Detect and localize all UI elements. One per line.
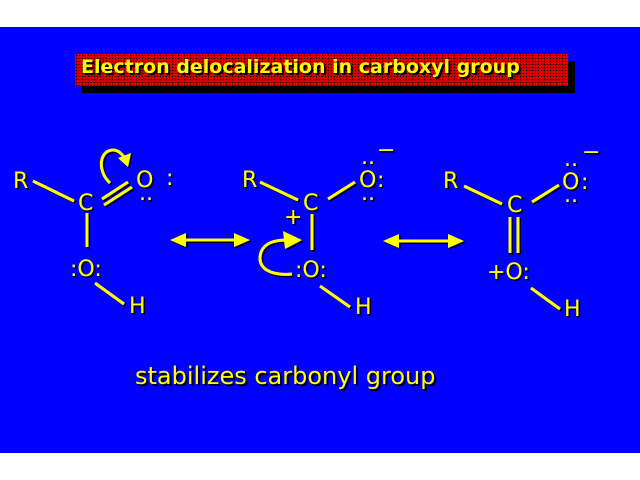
title-banner: Electron delocalization in carboxyl grou…	[75, 54, 568, 86]
oxide-charge: −	[377, 138, 395, 163]
lone-pair-bottom: ..	[564, 183, 578, 208]
resonance-arrow-2	[383, 234, 464, 248]
lone-pair-bottom: ..	[361, 181, 375, 206]
bond-c-o	[531, 183, 560, 204]
atom-c: C	[303, 191, 318, 216]
atom-r: R	[443, 169, 458, 194]
carbocation-charge: +	[284, 205, 302, 230]
atom-h: H	[355, 295, 372, 320]
lone-pair-top: ..	[564, 147, 578, 172]
atom-c: C	[507, 193, 522, 218]
resonance-structure-3	[463, 183, 561, 311]
bond-o-h	[530, 286, 561, 311]
lone-pair-right: :	[166, 166, 173, 191]
bond-r-c	[259, 180, 299, 202]
atom-r: R	[242, 168, 257, 193]
slide-background	[0, 27, 640, 453]
lone-pair-right: :	[377, 168, 384, 193]
lone-pair-bottom: ..	[139, 181, 153, 206]
curved-arrow-icon	[99, 148, 129, 185]
atom-h: H	[564, 297, 581, 322]
atom-hydroxyl-o: :O:	[295, 258, 327, 283]
atom-hydroxyl-o: :O:	[70, 257, 102, 282]
resonance-structure-1	[32, 148, 133, 306]
atom-r: R	[13, 169, 28, 194]
atom-c: C	[78, 191, 93, 216]
atom-oxonium-o: +O:	[487, 260, 530, 285]
curved-arrow-icon	[258, 238, 293, 276]
atom-carbonyl-o: O	[136, 168, 153, 193]
slide-caption: stabilizes carbonyl group	[135, 362, 436, 390]
resonance-structure-2	[258, 180, 356, 309]
lone-pair-top: ..	[361, 145, 375, 170]
atom-oxide-o: O	[562, 170, 579, 195]
atom-h: H	[129, 294, 146, 319]
lone-pair-right: :	[581, 170, 588, 195]
bond-r-c	[32, 179, 75, 203]
bond-o-h	[319, 284, 351, 309]
double-bond-c-o-b	[103, 185, 133, 207]
atom-oxide-o: O	[359, 168, 376, 193]
double-bond-c-o-a	[101, 180, 129, 201]
bond-o-h	[94, 281, 125, 306]
resonance-arrow-1	[170, 233, 250, 247]
slide-title: Electron delocalization in carboxyl grou…	[81, 56, 520, 78]
curved-arrow-head-icon	[283, 231, 302, 249]
curved-arrow-head-icon	[118, 153, 131, 167]
oxide-charge: −	[582, 140, 600, 165]
bond-c-o	[327, 180, 356, 201]
bond-r-c	[463, 184, 503, 206]
